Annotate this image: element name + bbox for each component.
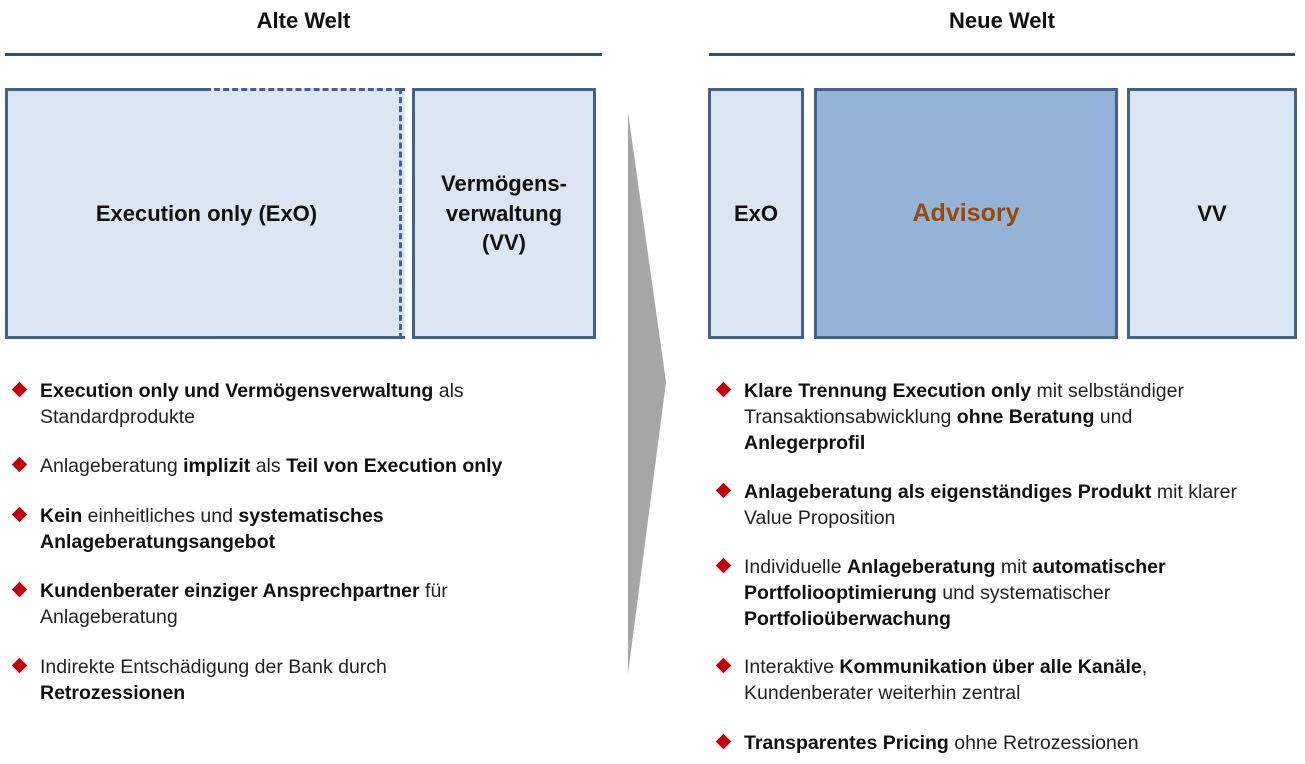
box-advisory: Advisory (814, 88, 1118, 339)
box-vermoegensverwaltung: Vermögens- verwaltung (VV) (412, 88, 596, 339)
bullet-item: Anlageberatung als eigenständiges Produk… (714, 479, 1237, 531)
bullet-text: als (433, 380, 464, 402)
bullet-text: Anlageberatung als eigenständiges Produk… (744, 481, 1152, 503)
left-heading-rule (5, 53, 602, 56)
bullet-text: mit (995, 556, 1033, 578)
bullet-item: Anlageberatung implizit als Teil von Exe… (10, 453, 502, 479)
bullet-diamond-icon (715, 657, 732, 674)
bullet-diamond-icon (715, 482, 732, 499)
bullet-text: systematisches (238, 505, 384, 527)
bullet-diamond-icon (11, 506, 28, 523)
left-heading: Alte Welt (256, 8, 351, 33)
bullet-text: Interaktive (744, 656, 840, 678)
transition-chevron-arrow (628, 112, 666, 674)
box-vv: VV (1127, 88, 1297, 339)
bullet-text: ohne Retrozessionen (948, 732, 1139, 754)
bullet-text: automatischer (1032, 556, 1166, 578)
box-vv-line1: Vermögens- (441, 170, 567, 196)
bullet-diamond-icon (715, 557, 732, 574)
bullet-diamond-icon (11, 657, 28, 674)
right-heading-rule (709, 53, 1295, 56)
bullet-text: Teil von Execution only (286, 455, 503, 477)
bullet-text: Klare Trennung Execution only (744, 380, 1032, 402)
bullet-text: einheitliches und (82, 505, 239, 527)
bullet-item: Interaktive Kommunikation über alle Kanä… (714, 654, 1147, 706)
bullet-item: Individuelle Anlageberatung mit automati… (714, 554, 1166, 632)
bullet-text: Anlegerprofil (744, 432, 866, 454)
bullet-text: Anlageberatung (40, 455, 184, 477)
bullet-text: Kein (40, 505, 83, 527)
box-vv-line3: (VV) (482, 230, 526, 256)
bullet-text: Kommunikation über alle Kanäle (839, 656, 1142, 678)
box-advisory-label: Advisory (912, 198, 1020, 227)
bullet-text: Transaktionsabwicklung (744, 406, 957, 428)
bullet-text: Anlageberatung (846, 556, 996, 578)
left-bullet-list: Execution only und Vermögensverwaltung a… (10, 378, 610, 758)
bullet-text: Kundenberater einziger Ansprechpartner (40, 580, 420, 602)
bullet-text: mit selbständiger (1031, 380, 1184, 402)
bullet-text: implizit (183, 455, 251, 477)
bullet-text: Retrozessionen (40, 682, 186, 704)
bullet-text: Standardprodukte (40, 406, 196, 428)
box-vv-line2: verwaltung (445, 200, 563, 226)
bullet-text: Anlageberatung (40, 606, 178, 628)
bullet-diamond-icon (11, 381, 28, 398)
bullet-text: Individuelle (744, 556, 847, 578)
bullet-text: und systematischer (936, 582, 1111, 604)
bullet-diamond-icon (715, 733, 732, 750)
bullet-text: Portfolioüberwachung (744, 608, 951, 630)
bullet-item: Transparentes Pricing ohne Retrozessione… (714, 730, 1139, 756)
bullet-text: und (1094, 406, 1133, 428)
bullet-text: Anlageberatungsangebot (40, 531, 276, 553)
bullet-item: Kundenberater einziger Ansprechpartner f… (10, 578, 448, 630)
box-vv-label: VV (1197, 200, 1227, 226)
bullet-text: ohne Beratung (956, 406, 1095, 428)
bullet-text: als (250, 455, 287, 477)
box-execution-only-label: Execution only (ExO) (95, 200, 318, 226)
bullet-diamond-icon (715, 381, 732, 398)
bullet-text: , (1141, 656, 1148, 678)
bullet-text: Indirekte Entschädigung der Bank durch (40, 656, 387, 678)
bullet-diamond-icon (11, 456, 28, 473)
box-bottom-dash-overlay (205, 336, 401, 339)
bullet-text: für (419, 580, 448, 602)
right-bullet-list: Klare Trennung Execution only mit selbst… (714, 378, 1304, 764)
bullet-item: Execution only und Vermögensverwaltung a… (10, 378, 464, 430)
box-execution-only: Execution only (ExO) (5, 88, 405, 339)
execution-only-dashed-edge (399, 88, 402, 339)
bullet-item: Klare Trennung Execution only mit selbst… (714, 378, 1184, 456)
right-heading: Neue Welt (949, 8, 1055, 33)
bullet-text: Kundenberater weiterhin zentral (744, 682, 1021, 704)
bullet-text: Execution only und Vermögensverwaltung (40, 380, 434, 402)
bullet-text: mit klarer (1151, 481, 1238, 503)
box-top-dash-overlay (205, 88, 401, 91)
bullet-text: Portfoliooptimierung (744, 582, 937, 604)
box-exo-label: ExO (733, 200, 779, 226)
bullet-diamond-icon (11, 581, 28, 598)
bullet-text: Value Proposition (744, 507, 896, 529)
box-exo: ExO (708, 88, 804, 339)
bullet-text: Transparentes Pricing (744, 732, 949, 754)
